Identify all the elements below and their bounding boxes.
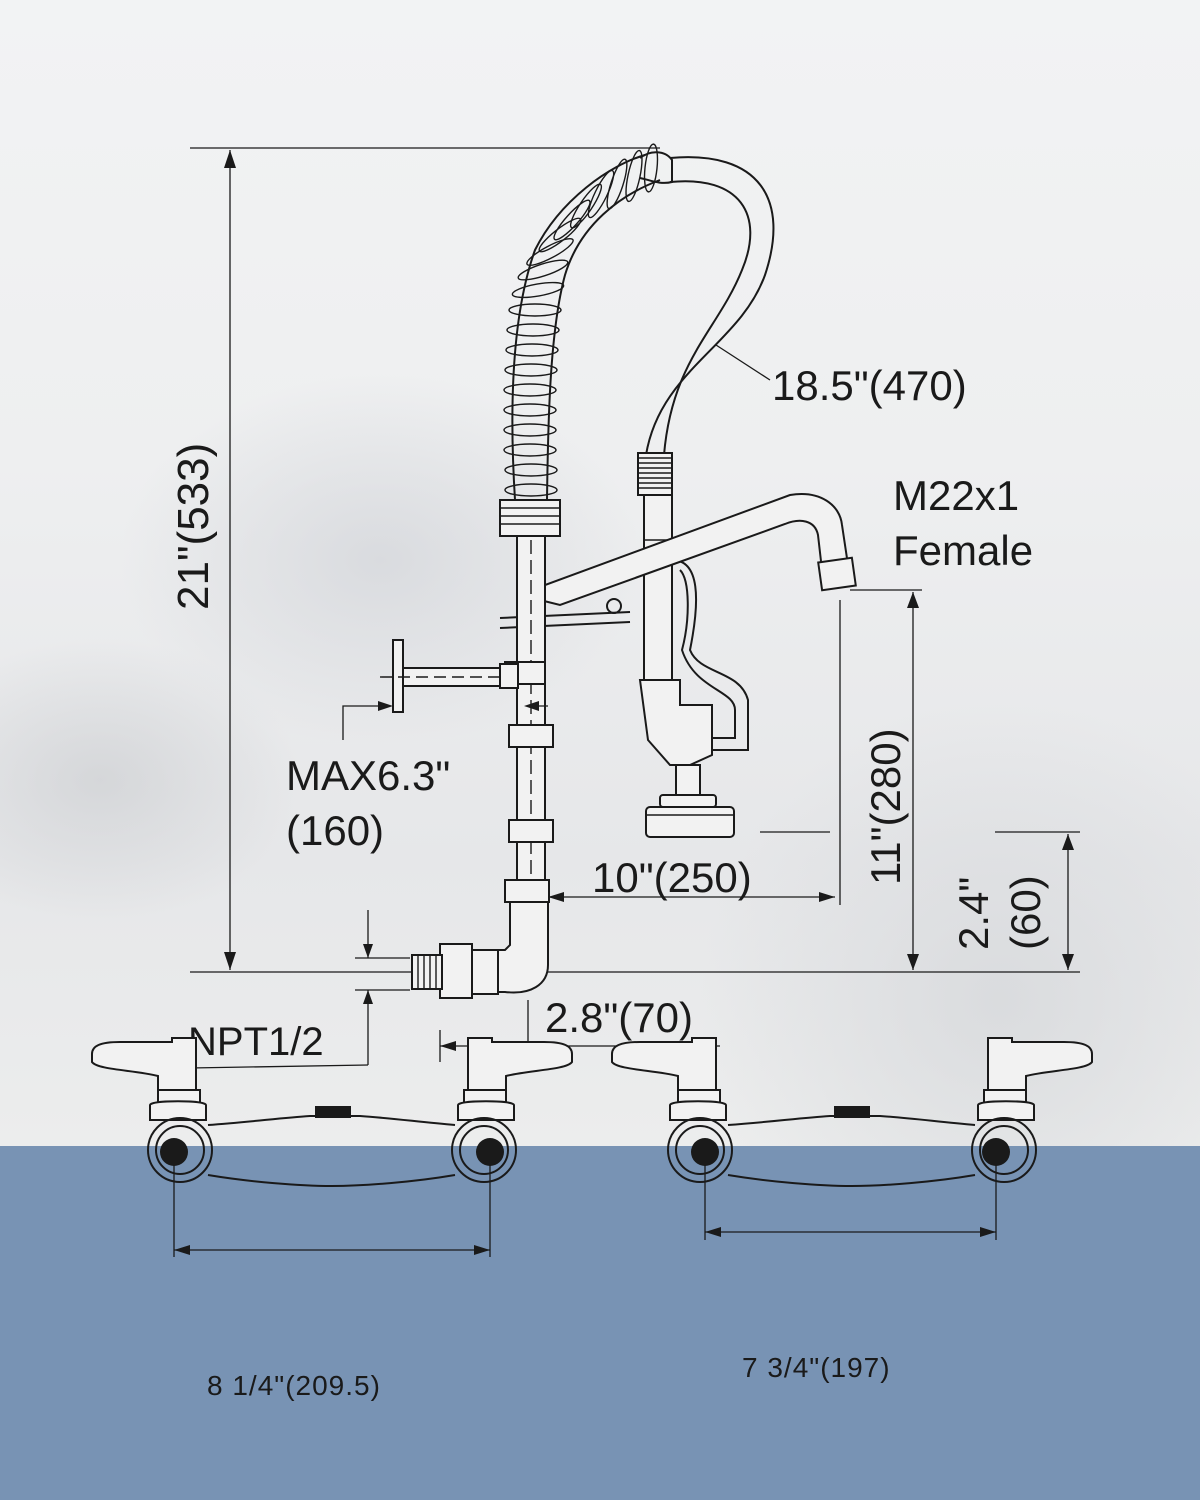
- inlet-offset-label: 2.8"(70): [545, 994, 693, 1041]
- inlet-thread-label: NPT1/2: [188, 1020, 324, 1064]
- spring-coil: [499, 143, 661, 537]
- spout-height-label: 11"(280): [862, 728, 909, 885]
- riser-coupling: [508, 819, 554, 843]
- faucet-base-1-spacing-label: 8 1/4"(209.5): [207, 1370, 381, 1401]
- pre-rinse-faucet: 21"(533) 18.5"(470) M22x1 Female MAX6.3"…: [169, 143, 1080, 1069]
- hose-length-label: 18.5"(470): [772, 362, 967, 409]
- spout-reach-label: 10"(250): [592, 854, 752, 901]
- spray-height-label: 2.4": [950, 877, 997, 950]
- swing-spout: [538, 493, 857, 607]
- hose-length-leader: [715, 344, 771, 381]
- arrow-head: [224, 150, 236, 168]
- spray-handle: [671, 559, 749, 751]
- spray-head: [638, 679, 735, 838]
- arrow-head: [224, 952, 236, 970]
- max-extension-mm-label: (160): [286, 807, 384, 854]
- faucet-base-2: [611, 1037, 1093, 1240]
- total-height-label: 21"(533): [169, 443, 218, 610]
- wall-bracket: [380, 639, 520, 713]
- spray-height-mm-label: (60): [1002, 875, 1049, 950]
- hose-threaded-connector: [637, 452, 673, 496]
- max-extension-label: MAX6.3": [286, 752, 450, 799]
- riser-coupling: [508, 724, 554, 748]
- faucet-base-1: [91, 1037, 573, 1257]
- faucet-base-2-spacing-label: 7 3/4"(197): [742, 1352, 891, 1383]
- hose-outer-edge: [645, 156, 775, 456]
- spout-thread-type-label: Female: [893, 527, 1033, 574]
- hose-end: [639, 151, 673, 184]
- inlet-elbow: [411, 879, 550, 999]
- base-panel-background: [0, 1146, 1200, 1500]
- spray-handle-inner: [679, 569, 736, 739]
- spray-valve-body: [643, 494, 673, 681]
- hose-inner-edge: [663, 180, 752, 456]
- max-extension-leader: [342, 705, 385, 740]
- spout-thread-label: M22x1: [893, 472, 1019, 519]
